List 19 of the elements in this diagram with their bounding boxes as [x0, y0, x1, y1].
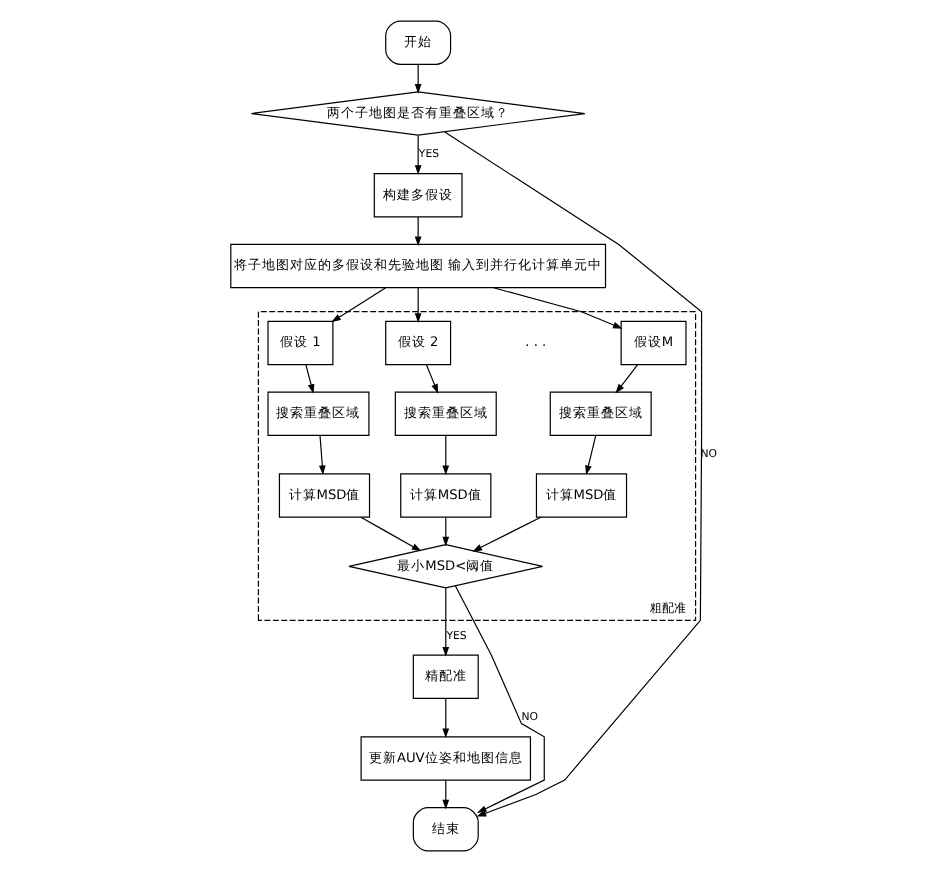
arrow — [442, 698, 450, 739]
arrow — [414, 287, 422, 323]
arrow — [331, 287, 387, 323]
arrow — [414, 63, 422, 94]
arrow — [360, 516, 422, 552]
arrow — [442, 587, 450, 657]
arrow — [442, 435, 450, 476]
arrow — [305, 364, 315, 394]
arrow — [442, 779, 450, 810]
arrow — [472, 516, 542, 552]
arrow — [444, 131, 703, 817]
arrow — [414, 134, 422, 175]
arrow — [425, 364, 439, 394]
arrow — [585, 435, 597, 476]
arrow — [454, 585, 545, 813]
arrow — [318, 435, 326, 476]
arrow — [414, 216, 422, 247]
arrow — [615, 364, 639, 394]
arrow — [442, 516, 450, 547]
